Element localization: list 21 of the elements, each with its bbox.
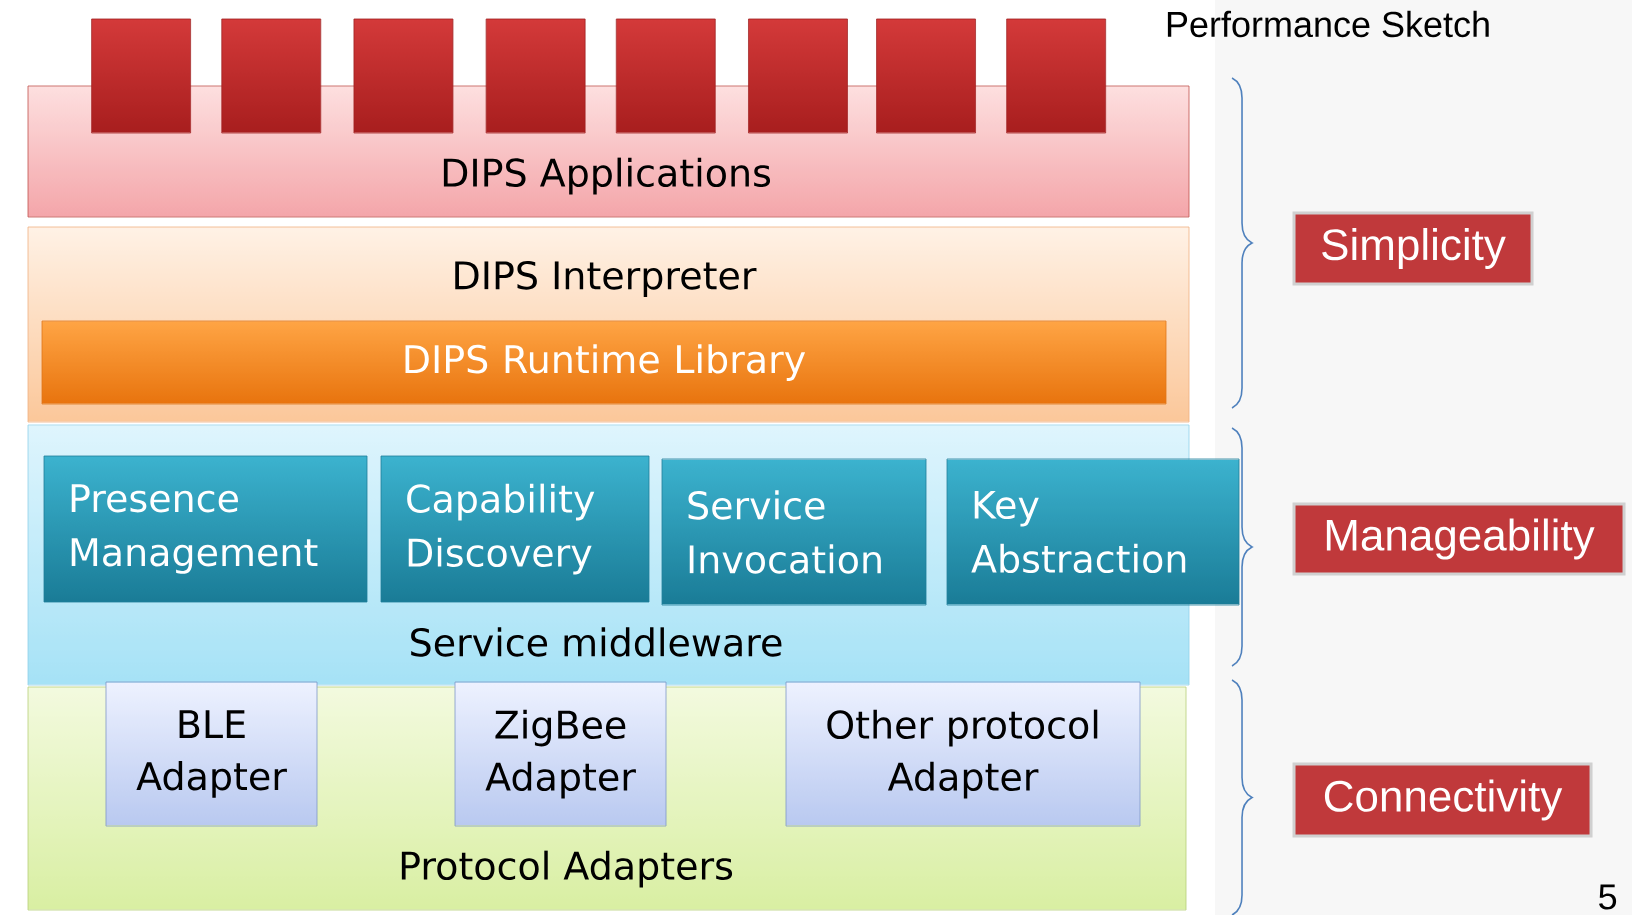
module-box: Presence Management: [43, 455, 368, 603]
adapter-box: BLE Adapter: [105, 681, 318, 827]
application-block: [353, 18, 454, 134]
library-bar: DIPS Runtime Library: [41, 320, 1167, 405]
application-block: [221, 18, 322, 134]
module-box: Service Invocation: [661, 458, 927, 606]
property-tag: Manageability: [1292, 502, 1626, 576]
application-block: [876, 18, 976, 134]
property-tag: Simplicity: [1292, 211, 1534, 286]
application-block: [615, 18, 716, 134]
application-block: [748, 18, 848, 134]
application-block: [91, 18, 191, 134]
application-block: [485, 18, 586, 134]
adapter-box: Other protocol Adapter: [785, 681, 1141, 827]
application-block: [1006, 18, 1107, 134]
module-box: Capability Discovery: [380, 455, 650, 603]
property-tag: Connectivity: [1292, 762, 1593, 838]
page-number: 5: [1599, 884, 1617, 910]
module-box: Key Abstraction: [946, 458, 1240, 606]
adapter-box: ZigBee Adapter: [454, 681, 667, 827]
slide-title: Performance Sketch: [1167, 10, 1489, 38]
